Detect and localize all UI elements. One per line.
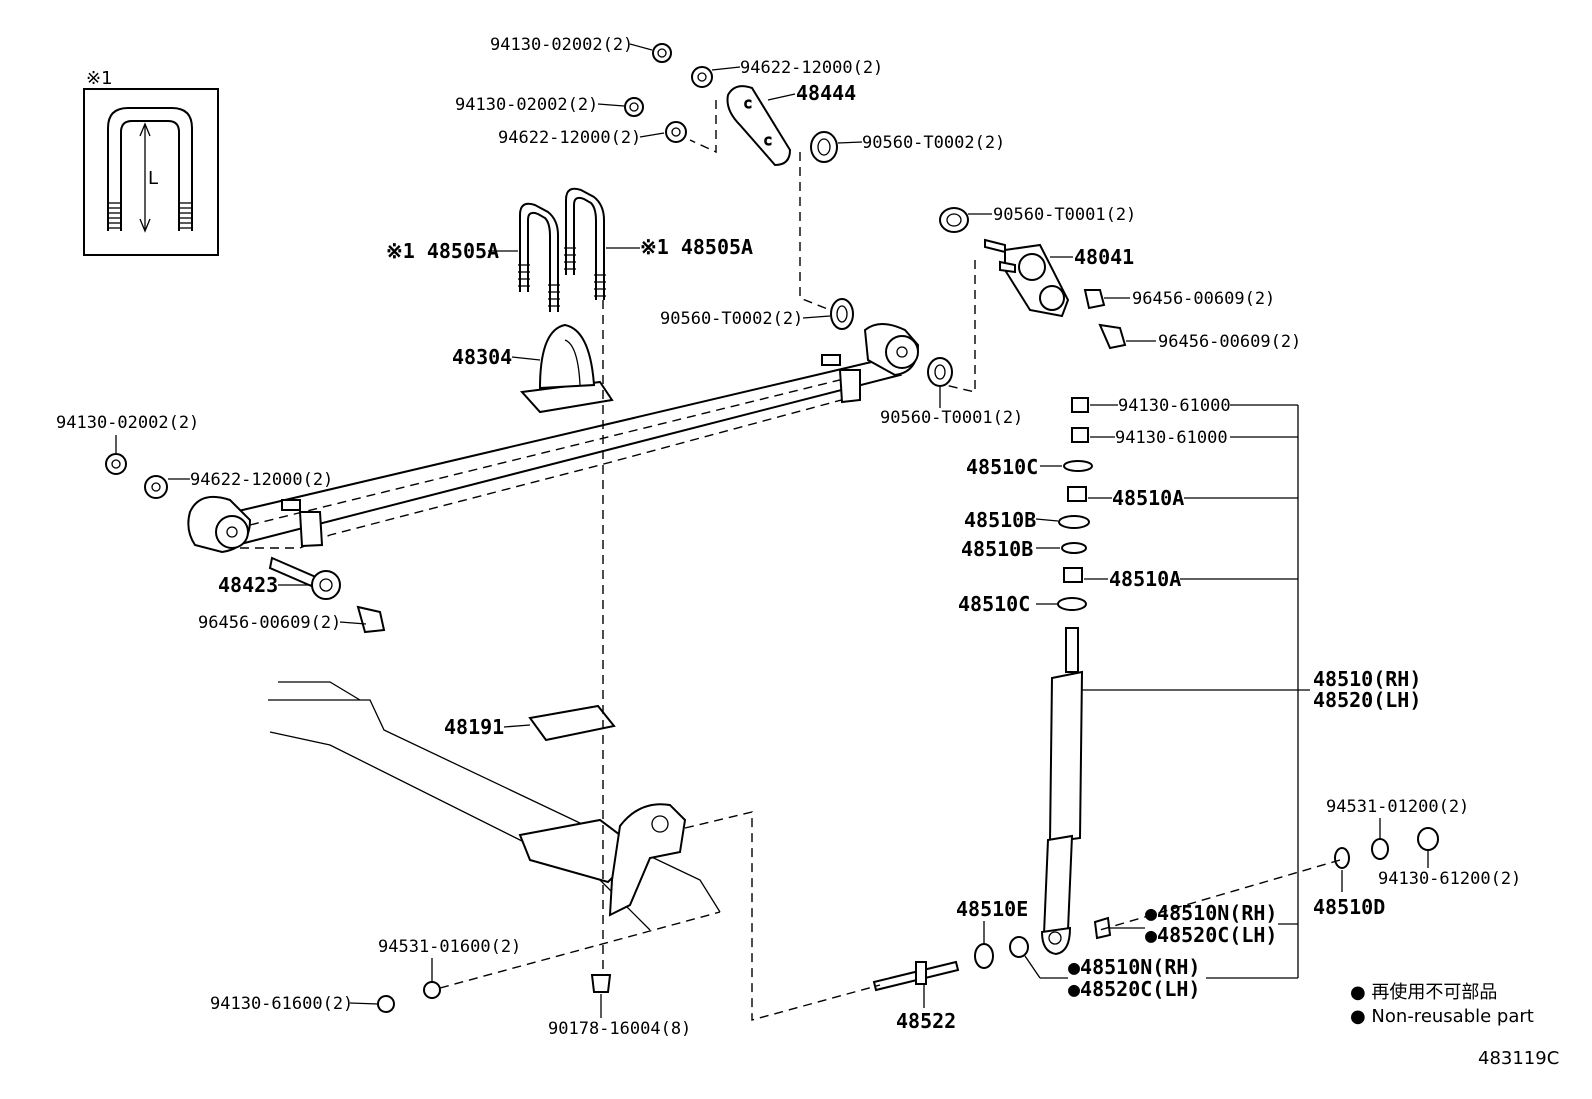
label-48520-lh: 48520(LH) (1313, 688, 1421, 712)
label-94531-01200: 94531-01200(2) (1326, 797, 1469, 817)
label-48505a-right: ※1 48505A (640, 235, 753, 259)
label-94130-61600: 94130-61600(2) (210, 994, 353, 1014)
label-96456-00609-a: 96456-00609(2) (1132, 289, 1275, 309)
inset-box: ※1 L (83, 68, 219, 256)
legend: ● 再使用不可部品 ● Non-reusable part (1350, 982, 1534, 1027)
label-90178-16004: 90178-16004(8) (548, 1019, 691, 1039)
shackle-48444: c c (726, 85, 792, 167)
label-90560-t0001-bot: 90560-T0001(2) (880, 408, 1023, 428)
label-48191: 48191 (444, 715, 504, 739)
legend-en: ● Non-reusable part (1350, 1006, 1534, 1027)
callout-labels: 94130-02002(2) 94622-12000(2) 48444 9413… (56, 35, 1521, 1039)
svg-text:c: c (744, 96, 752, 112)
label-94622-12000-mid: 94622-12000(2) (498, 128, 641, 148)
label-48510d: 48510D (1313, 895, 1385, 919)
stud-48522 (872, 960, 960, 992)
assembly-lines (439, 100, 1341, 1021)
label-90560-t0002-mid: 90560-T0002(2) (660, 309, 803, 329)
label-94130-61000-a: 94130-61000 (1118, 396, 1231, 416)
label-96456-00609-b: 96456-00609(2) (1158, 332, 1301, 352)
label-94622-12000-left: 94622-12000(2) (190, 470, 333, 490)
label-90560-t0002-top: 90560-T0002(2) (862, 133, 1005, 153)
label-48505a-left: ※1 48505A (386, 239, 499, 263)
leaf-spring (187, 323, 920, 554)
label-48510-rh: 48510(RH) (1313, 667, 1421, 691)
label-48510a-b: 48510A (1109, 567, 1181, 591)
label-48304: 48304 (452, 345, 512, 369)
label-94130-02002-left: 94130-02002(2) (56, 413, 199, 433)
axle-housing (268, 681, 721, 931)
label-48520c-lh-a: ●48520C(LH) (1145, 923, 1277, 947)
label-90560-t0001-top: 90560-T0001(2) (993, 205, 1136, 225)
leader-lines (115, 43, 1429, 1018)
label-94130-02002-top: 94130-02002(2) (490, 35, 633, 55)
bumper-48304 (519, 323, 614, 414)
u-bolt-right (564, 187, 606, 300)
label-48510c-b: 48510C (958, 592, 1030, 616)
inset-marker: ※1 (86, 68, 113, 89)
label-48041: 48041 (1074, 245, 1134, 269)
figure-id: 483119C (1478, 1048, 1559, 1069)
label-94130-02002-mid: 94130-02002(2) (455, 95, 598, 115)
label-48510b-a: 48510B (964, 508, 1036, 532)
label-94622-12000-top: 94622-12000(2) (740, 58, 883, 78)
u-bolt-left (518, 202, 560, 312)
label-94130-61000-b: 94130-61000 (1115, 428, 1228, 448)
bracket-48041 (984, 238, 1070, 318)
label-48510n-rh-b: ●48510N(RH) (1068, 955, 1200, 979)
label-96456-00609-left: 96456-00609(2) (198, 613, 341, 633)
label-94130-61200: 94130-61200(2) (1378, 869, 1521, 889)
inset-dimension-label: L (148, 168, 158, 189)
label-48510e: 48510E (956, 897, 1028, 921)
label-48510n-rh-a: ●48510N(RH) (1145, 901, 1277, 925)
seat-48191 (528, 704, 616, 742)
label-48423: 48423 (218, 573, 278, 597)
shock-absorber (1040, 627, 1084, 956)
label-48510b-b: 48510B (961, 537, 1033, 561)
label-48510c-a: 48510C (966, 455, 1038, 479)
label-48510a-a: 48510A (1112, 486, 1184, 510)
svg-text:c: c (764, 133, 772, 149)
label-48520c-lh-b: ●48520C(LH) (1068, 977, 1200, 1001)
label-94531-01600: 94531-01600(2) (378, 937, 521, 957)
label-48444: 48444 (796, 81, 856, 105)
legend-jp: ● 再使用不可部品 (1350, 982, 1497, 1003)
label-48522: 48522 (896, 1009, 956, 1033)
